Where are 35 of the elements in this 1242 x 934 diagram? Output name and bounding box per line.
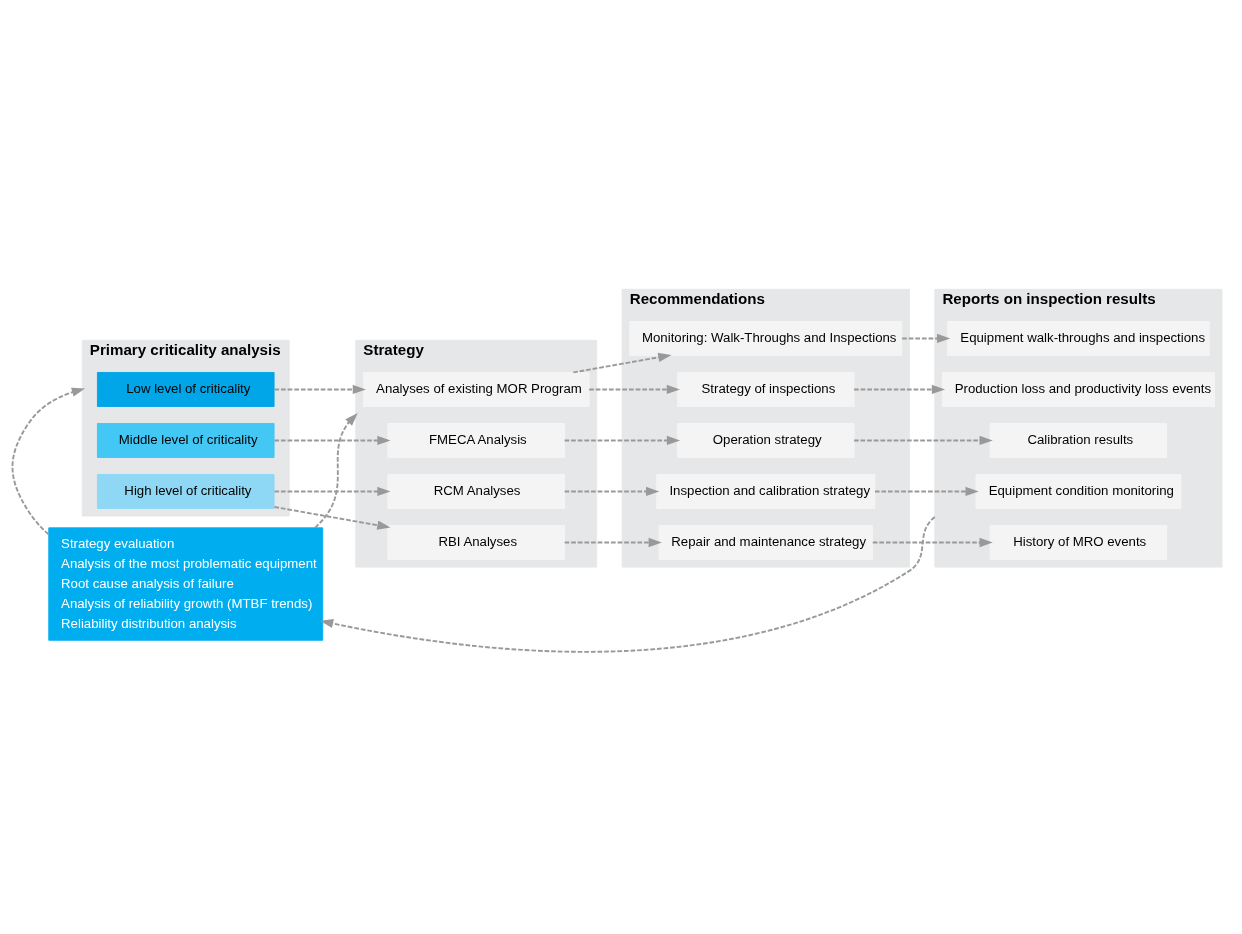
- arrow: [874, 486, 979, 497]
- arrow: [273, 435, 391, 446]
- node-box: FMECA Analysis: [387, 423, 565, 458]
- node-box: Low level of criticality: [96, 372, 275, 407]
- node-box: Monitoring: Walk-Throughs and Inspections: [629, 320, 903, 356]
- node-box: Strategy of inspections: [676, 372, 855, 407]
- arrow: [871, 537, 993, 548]
- arrow: [273, 506, 391, 530]
- node-box: Analyses of existing MOR Program: [362, 372, 590, 407]
- arrow: [572, 352, 672, 374]
- arrow: [901, 333, 951, 344]
- node-box: Equipment walk-throughs and inspections: [947, 320, 1210, 356]
- node-box: Repair and maintenance strategy: [658, 525, 873, 560]
- arrow: [853, 435, 993, 446]
- node-box: RBI Analyses: [387, 525, 565, 560]
- arrow: [11, 387, 86, 536]
- arrow: [853, 384, 946, 395]
- arrow: [273, 384, 366, 395]
- node-box: Equipment condition monitoring: [975, 474, 1182, 509]
- node-box: Inspection and calibration strategy: [656, 474, 876, 509]
- arrow: [563, 435, 681, 446]
- node-box: Strategy evaluation Analysis of the most problematic equipment Root cause analysis of failure Analysis of reliability growth (MTBF trends) Reliability distribution analysis: [48, 527, 324, 641]
- node-box: Calibration results: [989, 423, 1168, 458]
- arrow: [588, 384, 680, 395]
- arrow: [563, 486, 660, 497]
- node-box: High level of criticality: [96, 474, 275, 509]
- arrow: [563, 537, 662, 548]
- node-box: Production loss and productivity loss events: [941, 372, 1215, 407]
- node-box: Middle level of criticality: [96, 423, 275, 458]
- arrow: [273, 486, 391, 497]
- node-box: Operation strategy: [676, 423, 855, 458]
- node-box: RCM Analyses: [387, 474, 565, 509]
- arrow: [314, 412, 358, 529]
- node-box: History of MRO events: [989, 525, 1168, 560]
- arrow: [319, 516, 936, 653]
